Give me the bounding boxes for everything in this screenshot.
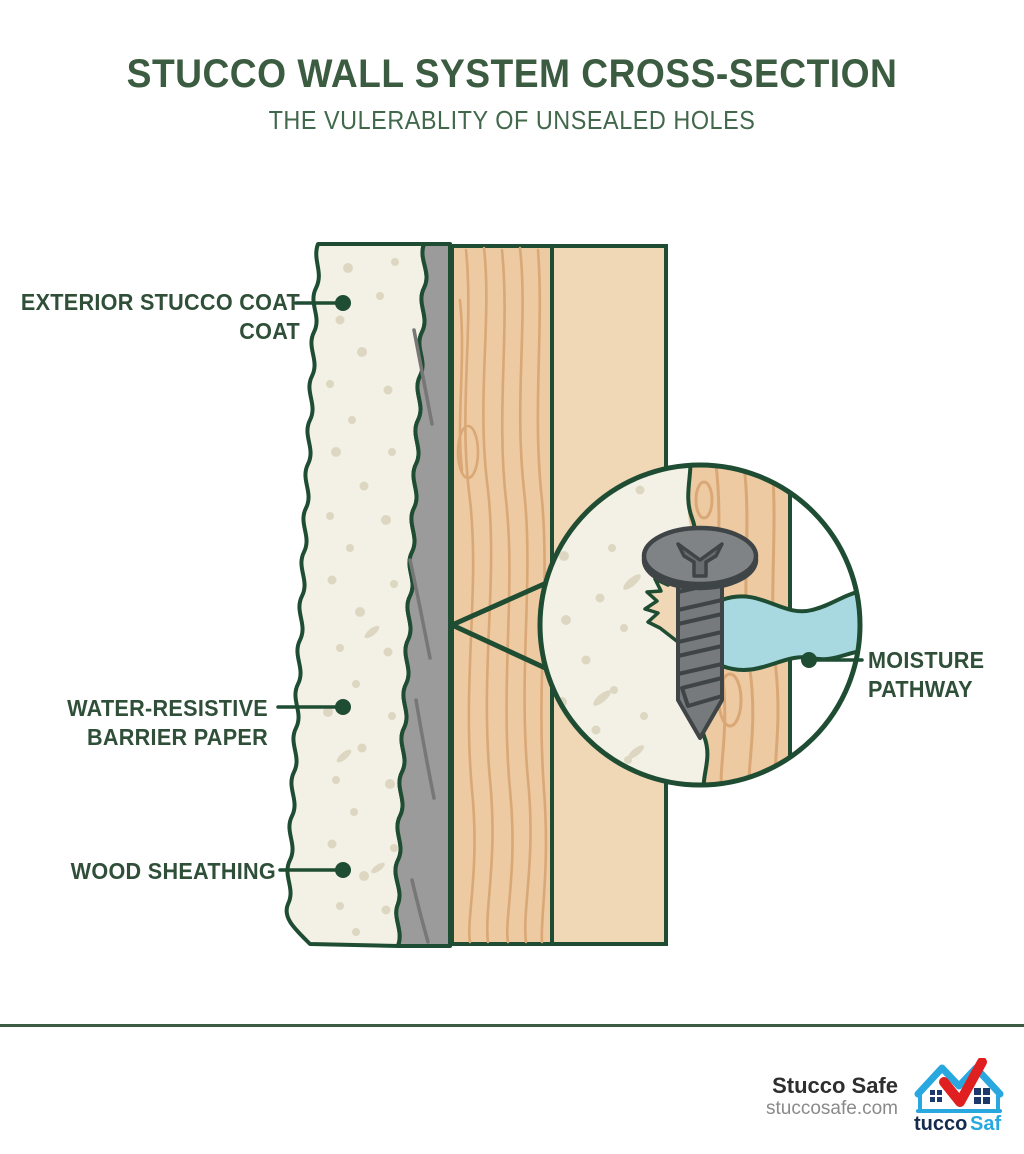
label-moisture-line1: MOISTURE bbox=[868, 647, 985, 673]
house-roof-icon bbox=[914, 1064, 1004, 1098]
house-body-icon bbox=[916, 1094, 1002, 1113]
header: STUCCO WALL SYSTEM CROSS-SECTION THE VUL… bbox=[0, 52, 1024, 136]
label-water-resistive-barrier-paper: WATER-RESISTIVE BARRIER PAPER bbox=[16, 694, 268, 753]
moisture-pathway-arrow bbox=[674, 578, 860, 688]
label-wood-sheathing-text: WOOD SHEATHING bbox=[70, 858, 276, 884]
house-window-icon bbox=[930, 1088, 990, 1104]
page-title: STUCCO WALL SYSTEM CROSS-SECTION bbox=[126, 52, 898, 96]
red-checkmark-icon bbox=[939, 1058, 987, 1107]
page-subtitle: THE VULERABLITY OF UNSEALED HOLES bbox=[268, 104, 756, 135]
brand-text-block: Stucco Safe stuccosafe.com bbox=[766, 1073, 898, 1121]
wood-grain-lines bbox=[458, 246, 548, 944]
screw bbox=[641, 525, 759, 740]
layer-wood-sheathing-grained bbox=[450, 244, 554, 946]
label-exterior-stucco-coat-line1: EXTERIOR STUCCO COAT bbox=[20, 289, 301, 315]
magnified-detail-circle bbox=[537, 462, 863, 788]
stucco-safe-logo[interactable]: tucco Saf bbox=[912, 1058, 1006, 1136]
label-barrier-line2: BARRIER PAPER bbox=[86, 724, 268, 751]
footer-divider bbox=[0, 1024, 1024, 1027]
barrier-paper-streaks bbox=[408, 328, 436, 944]
brand-name: Stucco Safe bbox=[772, 1072, 898, 1098]
label-moisture-line2: PATHWAY bbox=[868, 676, 973, 703]
logo-text-dark: tucco bbox=[914, 1113, 967, 1135]
logo-text-light: Saf bbox=[970, 1113, 1001, 1135]
brand-url[interactable]: stuccosafe.com bbox=[766, 1098, 898, 1120]
label-exterior-stucco-coat: EXTERIOR STUCCO COAT COAT bbox=[18, 288, 300, 347]
label-barrier-line1: WATER-RESISTIVE bbox=[67, 695, 268, 721]
wood-knot bbox=[456, 424, 480, 480]
stucco-speckle-texture bbox=[323, 258, 399, 936]
layer-water-resistive-barrier-paper bbox=[393, 242, 452, 948]
label-exterior-stucco-coat-line2: COAT bbox=[239, 318, 300, 345]
footer: Stucco Safe stuccosafe.com tucco Saf bbox=[766, 1058, 1006, 1136]
label-leader-lines bbox=[276, 295, 864, 878]
label-wood-sheathing: WOOD SHEATHING bbox=[17, 857, 276, 886]
label-moisture-pathway: MOISTURE PATHWAY bbox=[868, 646, 1009, 705]
